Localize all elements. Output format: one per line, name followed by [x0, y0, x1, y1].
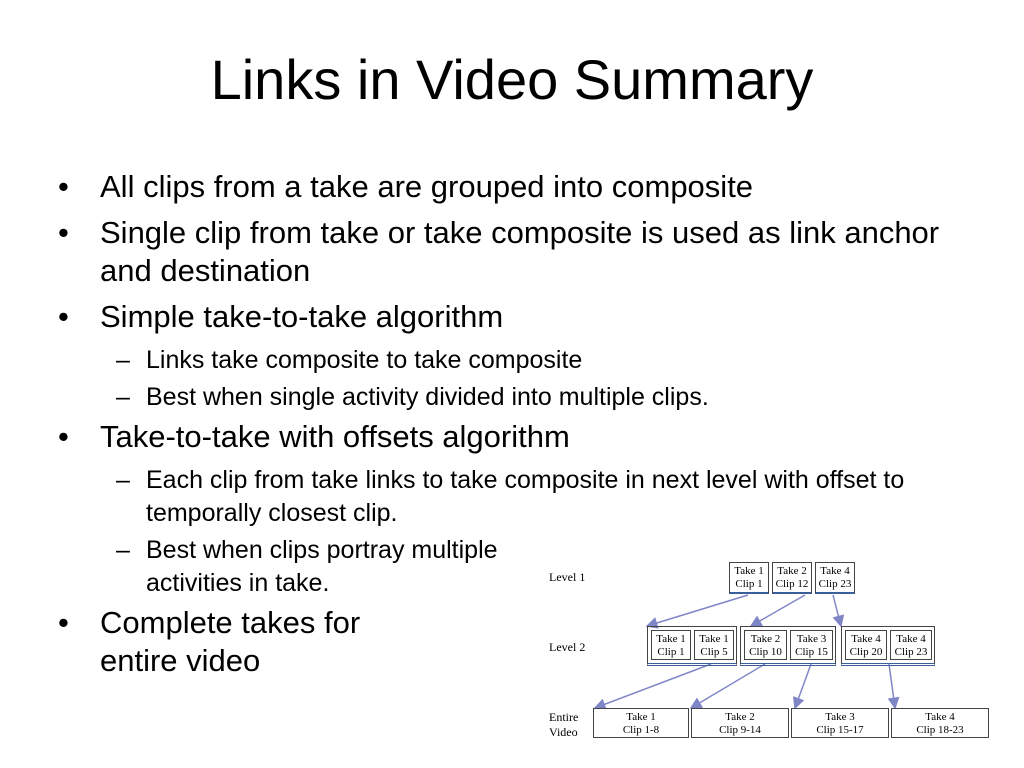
- bullet-dot: •: [58, 215, 69, 250]
- entire-video-box: Take 4 Clip 18-23: [891, 708, 989, 738]
- level2-box: Take 1 Clip 1: [651, 630, 691, 660]
- bullet-list: • All clips from a take are grouped into…: [58, 168, 978, 688]
- level2-group-take1: [647, 626, 737, 666]
- level1-box: Take 2 Clip 12: [772, 562, 812, 594]
- box-clip: Clip 5: [700, 646, 728, 658]
- box-take: Take 3: [825, 711, 855, 723]
- bullet-dot: •: [58, 605, 69, 640]
- box-clip: Clip 9-14: [719, 724, 761, 736]
- bullet-dot: •: [58, 419, 69, 454]
- link-arrow: [832, 594, 845, 628]
- level1-box: Take 4 Clip 23: [815, 562, 855, 594]
- sub-bullet-dash: –: [116, 466, 130, 494]
- box-clip: Clip 18-23: [916, 724, 964, 736]
- sub-bullet-text: Links take composite to take composite: [146, 346, 583, 374]
- sub-bullet-text: Best when clips portray multiple activit…: [146, 536, 498, 597]
- box-clip: Clip 23: [894, 646, 928, 658]
- bullet-dot: •: [58, 299, 69, 334]
- entire-label-line2: Video: [549, 725, 578, 739]
- entire-video-label: Entire Video: [549, 710, 578, 740]
- level1-label: Level 1: [549, 570, 586, 584]
- link-arrow: [887, 663, 900, 710]
- level2-box: Take 3 Clip 15: [790, 630, 833, 660]
- entire-label-line1: Entire: [549, 710, 579, 724]
- sub-bullet-text: Each clip from take links to take compos…: [146, 466, 905, 527]
- box-take: Take 1: [656, 633, 686, 645]
- bullet-text: Single clip from take or take composite …: [100, 215, 940, 288]
- bullet-text: Take-to-take with offsets algorithm: [100, 419, 570, 454]
- link-arrows: [593, 594, 900, 710]
- box-take: Take 4: [820, 565, 850, 577]
- box-take: Take 2: [750, 633, 781, 645]
- box-take: Take 2: [777, 565, 807, 577]
- link-arrow: [689, 663, 766, 709]
- box-clip: Clip 12: [775, 578, 809, 590]
- box-take: Take 4: [896, 633, 926, 645]
- level2-label: Level 2: [549, 640, 586, 654]
- bullet-item: • Complete takes for entire video: [58, 604, 440, 680]
- sub-bullet-item: – Each clip from take links to take comp…: [58, 464, 926, 530]
- level2-box: Take 2 Clip 10: [744, 630, 787, 660]
- entire-video-box: Take 3 Clip 15-17: [791, 708, 889, 738]
- sub-bullet-dash: –: [116, 383, 130, 411]
- bullet-item: • All clips from a take are grouped into…: [58, 168, 978, 206]
- link-arrow: [792, 663, 812, 710]
- sub-bullet-text: Best when single activity divided into m…: [146, 383, 709, 411]
- box-take: Take 1: [626, 711, 656, 723]
- bullet-item: • Take-to-take with offsets algorithm: [58, 418, 978, 456]
- sub-bullet-dash: –: [116, 536, 130, 564]
- level2-box: Take 4 Clip 23: [890, 630, 932, 660]
- level2-box: Take 1 Clip 5: [694, 630, 734, 660]
- bullet-text: Complete takes for entire video: [100, 605, 361, 678]
- box-clip: Clip 1: [735, 578, 763, 590]
- bullet-dot: •: [58, 169, 69, 204]
- level2-box: Take 4 Clip 20: [845, 630, 887, 660]
- box-clip: Clip 1-8: [622, 724, 660, 736]
- entire-video-box: Take 1 Clip 1-8: [593, 708, 689, 738]
- sub-bullet-item: – Best when single activity divided into…: [58, 381, 978, 414]
- slide-title: Links in Video Summary: [210, 48, 814, 111]
- sub-bullet-item: – Links take composite to take composite: [58, 344, 978, 377]
- box-take: Take 1: [699, 633, 729, 645]
- link-arrow: [645, 594, 749, 629]
- sub-bullet-item: – Best when clips portray multiple activ…: [58, 534, 506, 600]
- link-arrow: [593, 663, 712, 710]
- link-arrow: [749, 594, 806, 627]
- box-clip: Clip 1: [657, 646, 685, 658]
- box-clip: Clip 15-17: [816, 724, 864, 736]
- bullet-text: Simple take-to-take algorithm: [100, 299, 504, 334]
- box-take: Take 4: [851, 633, 881, 645]
- bullet-text: All clips from a take are grouped into c…: [100, 169, 754, 204]
- bullet-item: • Single clip from take or take composit…: [58, 214, 978, 290]
- box-clip: Clip 15: [795, 646, 828, 658]
- level1-box: Take 1 Clip 1: [729, 562, 769, 594]
- level2-group-take4: [841, 626, 935, 666]
- link-diagram: Level 1 Level 2 Entire Video Take 1 Clip…: [543, 558, 993, 744]
- box-clip: Clip 23: [818, 578, 852, 590]
- box-take: Take 2: [725, 711, 755, 723]
- box-take: Take 1: [734, 565, 764, 577]
- bullet-item: • Simple take-to-take algorithm: [58, 298, 978, 336]
- box-clip: Clip 10: [749, 646, 782, 658]
- entire-video-box: Take 2 Clip 9-14: [691, 708, 789, 738]
- sub-bullet-dash: –: [116, 346, 130, 374]
- box-take: Take 3: [796, 633, 827, 645]
- box-take: Take 4: [925, 711, 955, 723]
- box-clip: Clip 20: [849, 646, 883, 658]
- level2-group-take2-3: [740, 626, 836, 666]
